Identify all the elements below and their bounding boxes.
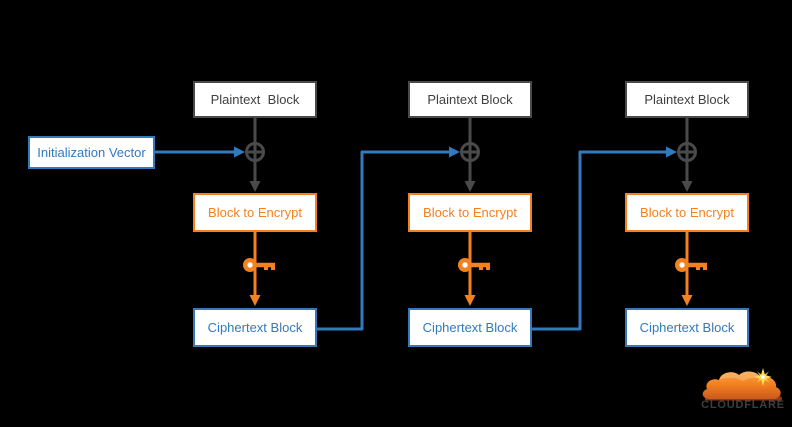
block-to-encrypt-label: Block to Encrypt	[208, 205, 302, 220]
plaintext-block-box: Plaintext Block	[625, 81, 749, 118]
plaintext-block-box: Plaintext Block	[408, 81, 532, 118]
ciphertext-block-label: Ciphertext Block	[639, 320, 735, 335]
block-to-encrypt-box: Block to Encrypt	[408, 193, 532, 232]
block-to-encrypt-label: Block to Encrypt	[423, 205, 517, 220]
iv-arrow	[155, 146, 245, 158]
ciphertext-block-box: Ciphertext Block	[625, 308, 749, 347]
ciphertext-block-label: Ciphertext Block	[207, 320, 303, 335]
key-icon	[458, 258, 490, 272]
plaintext-block-label: Plaintext Block	[210, 92, 300, 107]
cloudflare-logo	[702, 368, 782, 401]
gray-arrowhead-icon	[249, 181, 261, 192]
key-icon	[243, 258, 275, 272]
orange-arrowhead-icon	[249, 295, 261, 306]
cloudflare-wordmark: CLOUDFLARE	[701, 399, 785, 411]
gray-arrowhead-icon	[681, 181, 693, 192]
plaintext-block-box: Plaintext Block	[193, 81, 317, 118]
orange-arrowhead-icon	[681, 295, 693, 306]
ciphertext-block-label: Ciphertext Block	[422, 320, 518, 335]
ciphertext-block-box: Ciphertext Block	[193, 308, 317, 347]
xor-icon	[245, 142, 265, 162]
cloudflare-flare-icon	[754, 368, 772, 386]
column-2-flow	[458, 118, 490, 306]
initialization-vector-box: Initialization Vector	[28, 136, 155, 169]
ciphertext-block-box: Ciphertext Block	[408, 308, 532, 347]
chain-arrow-1	[317, 146, 460, 331]
xor-icon	[460, 142, 480, 162]
xor-icon	[677, 142, 697, 162]
key-icon	[675, 258, 707, 272]
plaintext-block-label: Plaintext Block	[427, 92, 513, 107]
chain-arrow-2	[532, 146, 677, 331]
block-to-encrypt-box: Block to Encrypt	[193, 193, 317, 232]
block-to-encrypt-box: Block to Encrypt	[625, 193, 749, 232]
cloudflare-cloud-icon	[702, 371, 782, 401]
orange-arrowhead-icon	[464, 295, 476, 306]
block-to-encrypt-label: Block to Encrypt	[640, 205, 734, 220]
column-1-flow	[243, 118, 275, 306]
initialization-vector-label: Initialization Vector	[37, 145, 146, 160]
gray-arrowhead-icon	[464, 181, 476, 192]
column-3-flow	[675, 118, 707, 306]
plaintext-block-label: Plaintext Block	[644, 92, 730, 107]
